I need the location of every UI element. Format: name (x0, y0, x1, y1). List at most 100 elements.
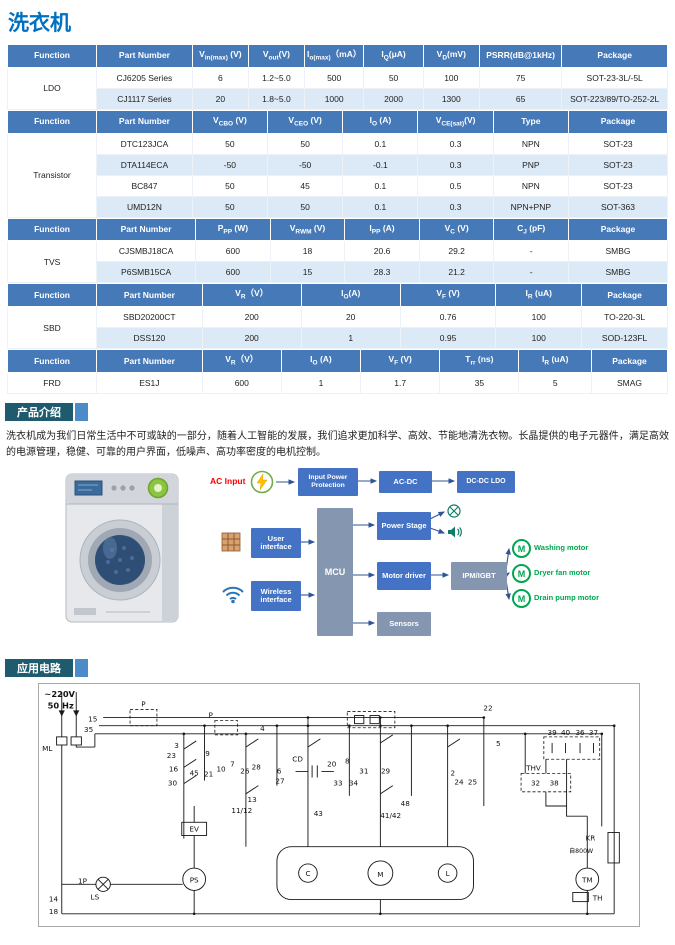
table-cell: SOT-23 (567, 153, 669, 176)
table-cell: 1 (300, 327, 401, 350)
column-header: Function (6, 283, 98, 308)
table-cell: 200 (201, 306, 302, 329)
column-header: Vout(V) (247, 44, 305, 68)
mcu-box: MCU (317, 508, 353, 637)
column-header: Part Number (96, 217, 197, 242)
table-cell: 0.5 (417, 174, 494, 197)
column-header: PSRR(dB@1kHz) (478, 44, 563, 68)
table-cell: NPN+PNP (492, 195, 569, 218)
table-cell: DTC123JCA (96, 132, 193, 155)
column-header: Function (6, 109, 98, 134)
circuit-label: M (377, 870, 383, 879)
table-cell: -0.1 (342, 153, 419, 176)
table-cell: SMBG (567, 261, 669, 284)
table-cell: 0.1 (342, 174, 419, 197)
circuit-label: 31 (359, 767, 368, 776)
column-header: IR (uA) (495, 283, 583, 308)
table-cell: 1.8~5.0 (247, 87, 305, 110)
circuit-wires (61, 692, 615, 915)
function-cell: SBD (6, 306, 98, 350)
power-stage-box: Power Stage (377, 512, 431, 541)
table-cell: 0.3 (417, 132, 494, 155)
table-cell: 21.2 (418, 261, 495, 284)
table-cell: 15 (269, 261, 346, 284)
column-header: Type (492, 109, 569, 134)
table-cell: SOT-23 (567, 132, 669, 155)
table-cell: SOD-123FL (581, 327, 668, 350)
wireless-interface-box: Wireless interface (251, 581, 301, 612)
column-header: Function (6, 349, 98, 374)
column-header: VC (V) (418, 217, 495, 242)
circuit-label: 24 (454, 778, 464, 787)
table-cell: 18 (269, 240, 346, 263)
section-header-intro: 产品介绍 (5, 403, 675, 422)
circuit-label: ~220V (44, 689, 75, 699)
circuit-label: 39 (548, 728, 558, 737)
table-cell: 75 (478, 66, 563, 89)
table-cell: UMD12N (96, 195, 193, 218)
function-cell: FRD (6, 372, 98, 395)
column-header: Package (581, 283, 668, 308)
circuit-label: 4 (260, 724, 265, 733)
wifi-icon (221, 584, 245, 604)
washing-motor-label: Washing motor (534, 543, 589, 553)
function-cell: TVS (6, 240, 98, 284)
ac-input-label: AC Input (210, 476, 246, 487)
column-header: Function (6, 44, 98, 68)
circuit-junctions (58, 710, 616, 916)
table-cell: 65 (478, 87, 563, 110)
table-cell: 600 (195, 261, 271, 284)
table-cell: 1.2~5.0 (247, 66, 305, 89)
table-cell: 45 (267, 174, 344, 197)
circuit-label: 25 (468, 778, 477, 787)
table-cell: 28.3 (344, 261, 420, 284)
section-header-circuit: 应用电路 (5, 659, 675, 678)
table-cell: 0.3 (417, 195, 494, 218)
table-cell: 50 (191, 174, 269, 197)
circuit-label: 35 (84, 725, 93, 734)
table-cell: - (493, 261, 569, 284)
table-cell: 0.76 (399, 306, 497, 329)
column-header: CJ (pF) (493, 217, 569, 242)
drain-pump-motor-label: Drain pump motor (534, 593, 599, 603)
circuit-label: 6 (277, 767, 282, 776)
circuit-label: 2 (450, 769, 455, 778)
table-cell: NPN (492, 174, 569, 197)
table-cell: 50 (191, 132, 269, 155)
table-cell: 500 (303, 66, 365, 89)
table-cell: 5 (518, 372, 593, 395)
circuit-label: 48 (401, 799, 411, 808)
washing-machine-drawing (65, 473, 179, 623)
circuit-label: 26 (240, 767, 250, 776)
circuit-label: 自800W (569, 847, 593, 855)
intro-paragraph: 洗衣机成为我们日常生活中不可或缺的一部分，随着人工智能的发展，我们追求更加科学、… (6, 431, 669, 458)
circuit-label: 9 (205, 749, 210, 758)
column-header: VR（V） (201, 283, 302, 308)
speaker-icon (447, 525, 463, 539)
table-cell: 100 (422, 66, 480, 89)
table-cell: 200 (201, 327, 302, 350)
circuit-label: 45 (190, 769, 199, 778)
dryer-fan-motor-icon: M (512, 564, 531, 584)
table-cell: 20 (191, 87, 249, 110)
circuit-label: 33 (333, 779, 342, 788)
section-title-intro: 产品介绍 (5, 403, 73, 422)
column-header: Package (561, 44, 668, 68)
input-power-protection-box: Input Power Protection (298, 468, 358, 497)
table-cell: 20 (300, 306, 401, 329)
sensors-box: Sensors (377, 612, 431, 637)
circuit-label: 37 (589, 728, 598, 737)
ac-dc-box: AC-DC (379, 471, 432, 494)
table-cell: 1.7 (360, 372, 441, 395)
